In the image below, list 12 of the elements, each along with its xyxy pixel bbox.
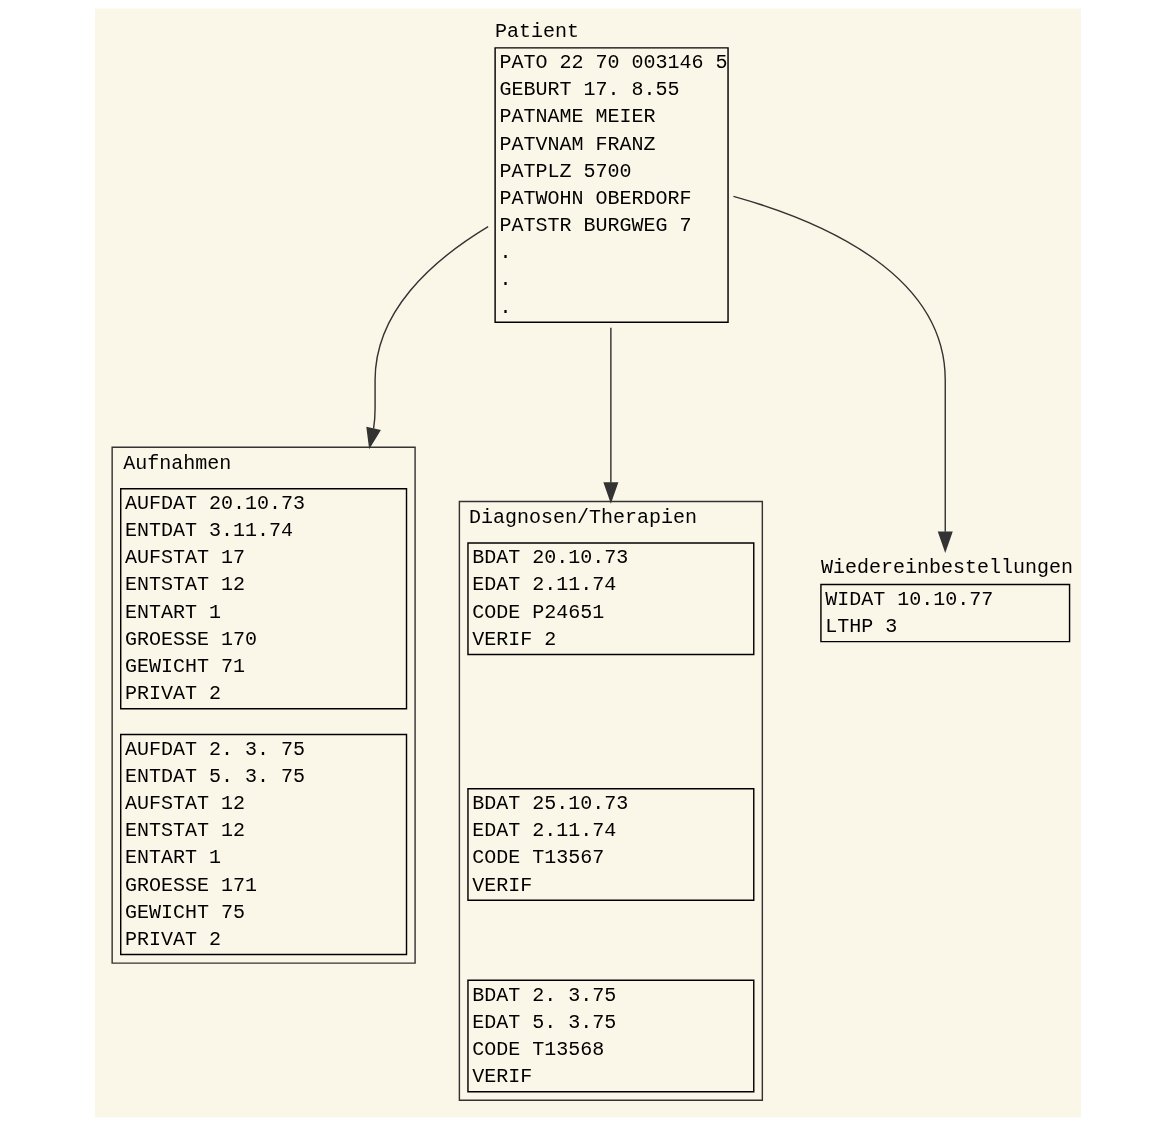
arrow — [603, 327, 619, 504]
node-box: AUFDAT 20.10.73 ENTDAT 3.11.74 AUFSTAT 17 ENTSTAT 12 ENTART 1 GROESSE 170 GEWICHT 71 PRIVAT 2 — [120, 487, 408, 710]
node-box: BDAT 20.10.73 EDAT 2.11.74 CODE P24651 VERIF 2 — [467, 542, 755, 656]
arrow — [732, 195, 953, 553]
node-box: PATO 22 70 003146 5 GEBURT 17. 8.55 PATNAME MEIER PATVNAM FRANZ PATPLZ 5700 PATWOHN OBERDORF PATSTR BURGWEG 7 . . . — [494, 47, 729, 323]
node-label: Wiedereinbestellungen — [820, 556, 1073, 580]
node-box: BDAT 25.10.73 EDAT 2.11.74 CODE T13567 VERIF — [467, 788, 755, 901]
node-box: AUFDAT 2. 3. 75 ENTDAT 5. 3. 75 AUFSTAT 12 ENTSTAT 12 ENTART 1 GROESSE 171 GEWICHT 75 PRIVAT 2 — [120, 733, 408, 956]
node-box: BDAT 2. 3.75 EDAT 5. 3.75 CODE T13568 VERIF — [467, 979, 755, 1093]
arrow — [366, 225, 489, 450]
node-label: Patient — [495, 19, 580, 43]
node-box: WIDAT 10.10.77 LTHP 3 — [820, 583, 1071, 643]
